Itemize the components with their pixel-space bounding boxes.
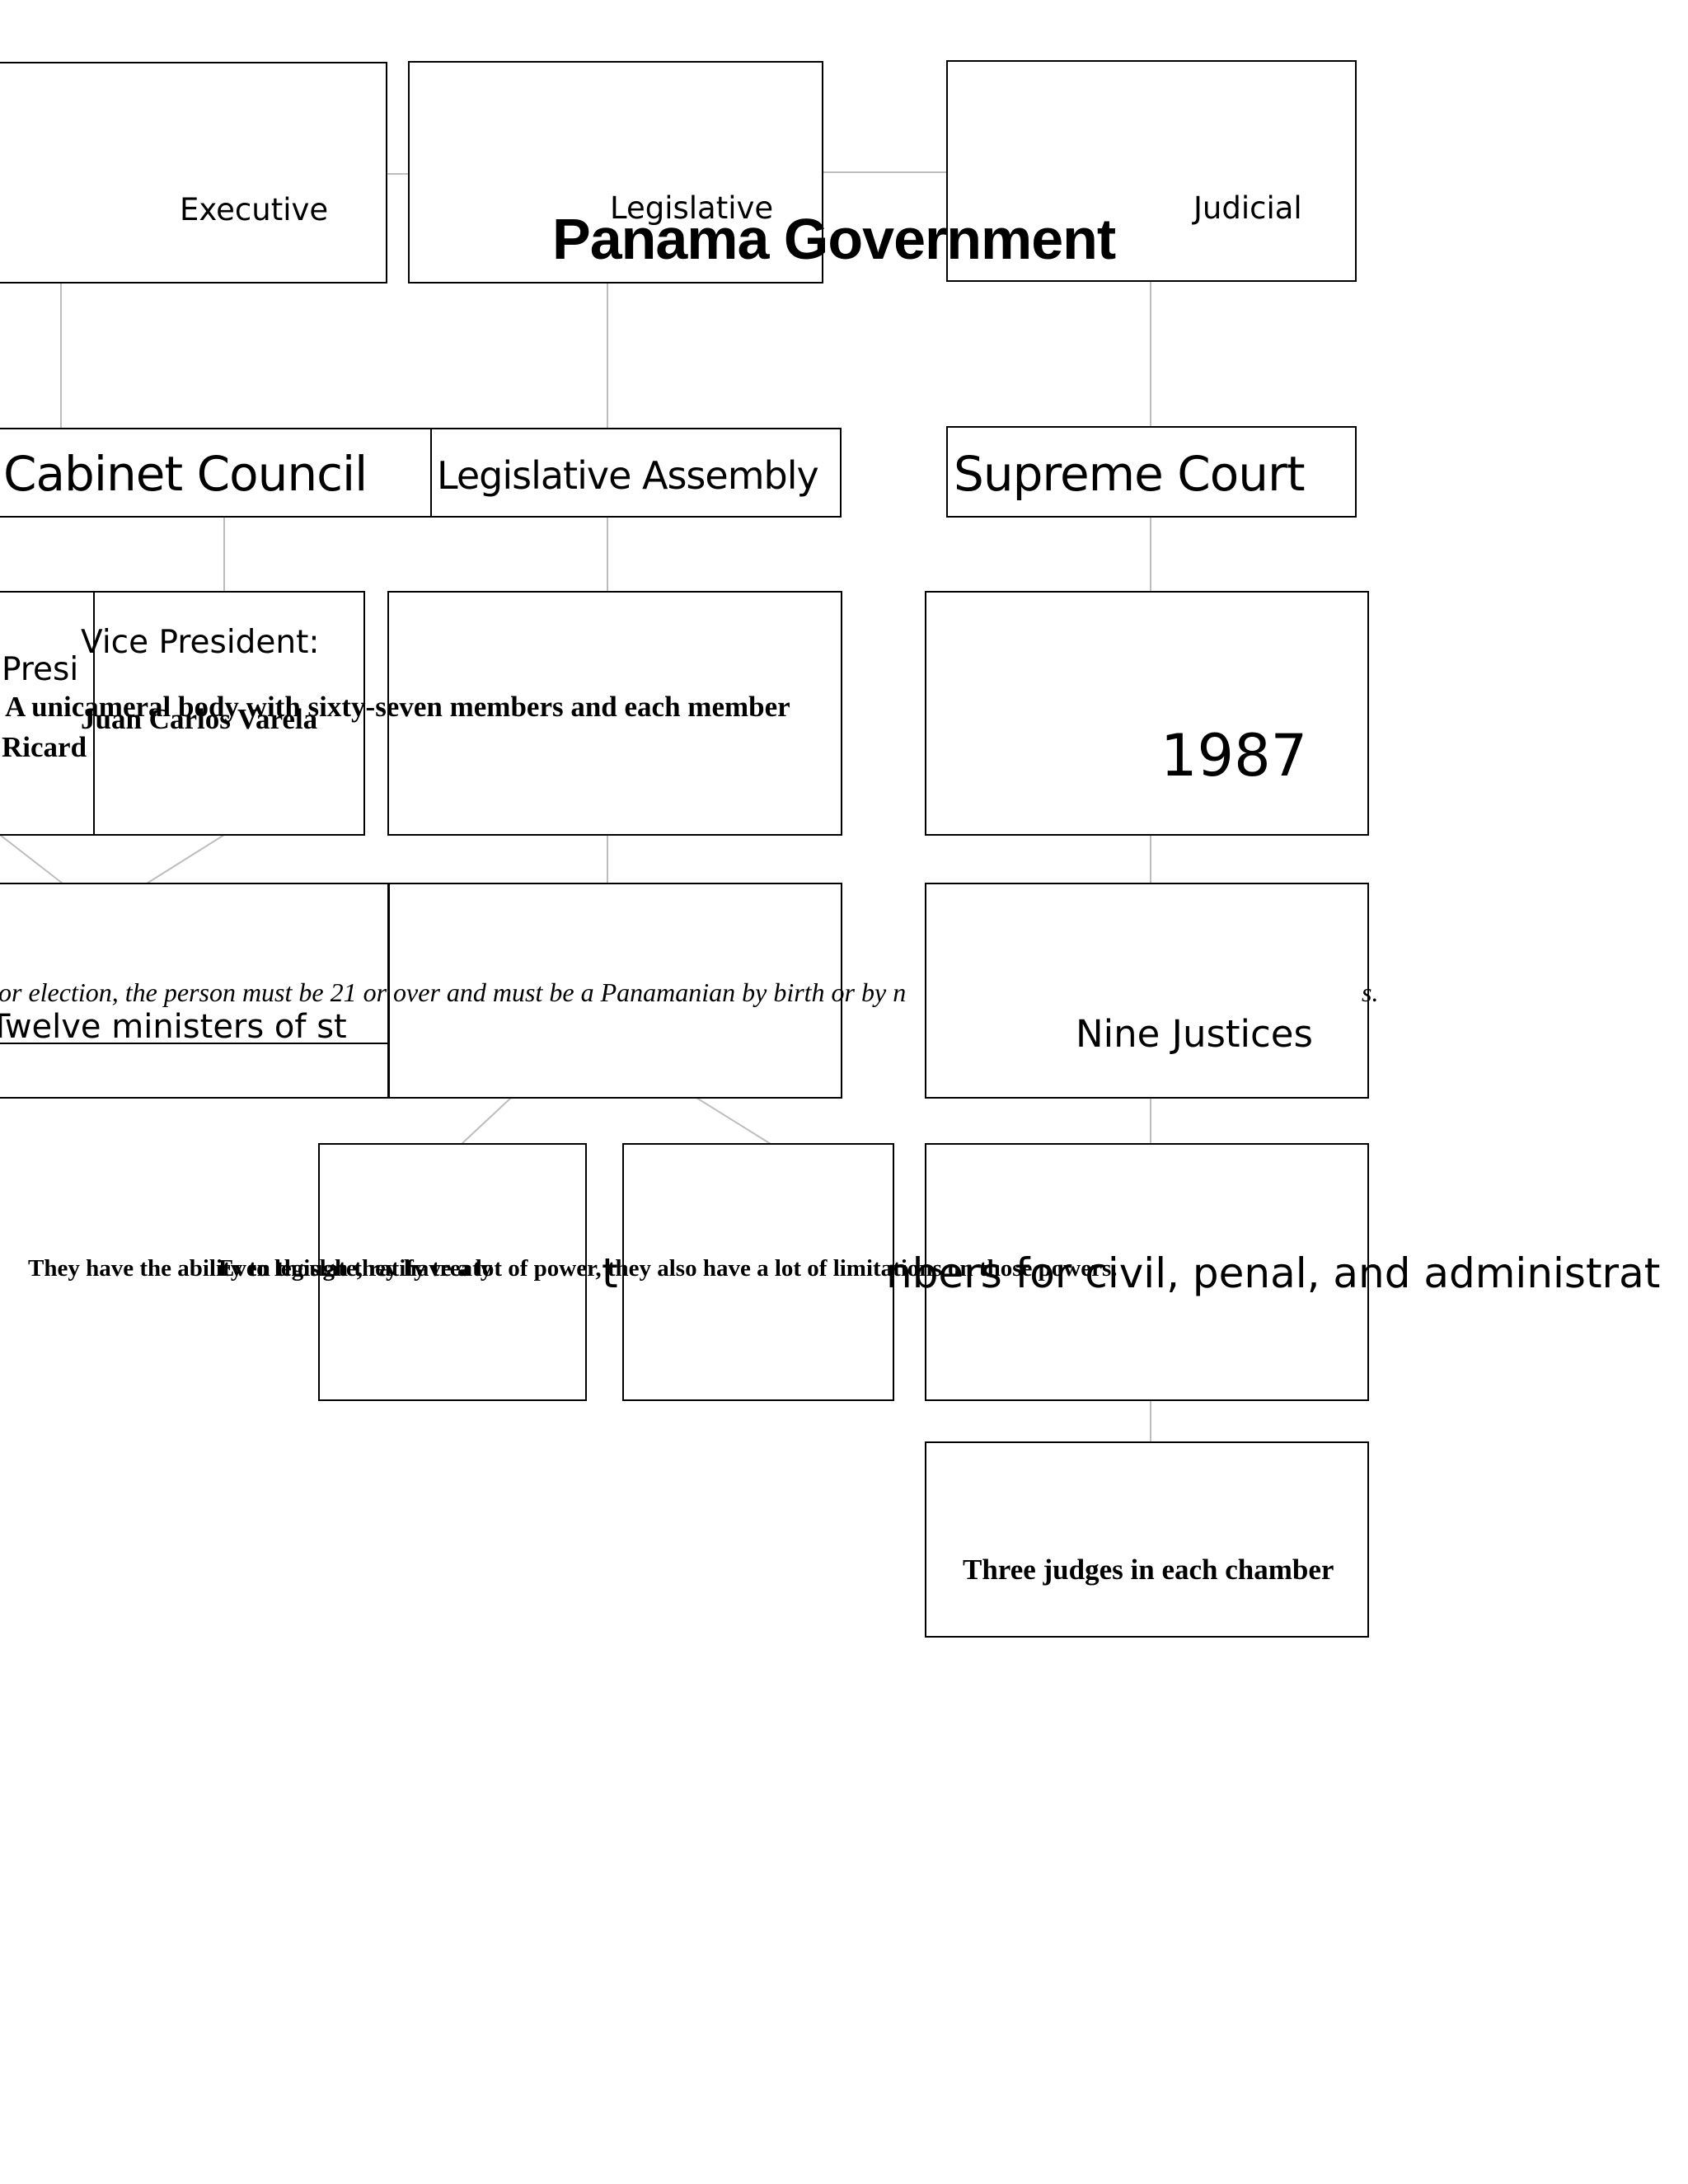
president-name: Ricard	[2, 731, 87, 763]
election-requirements-text: or election, the person must be 21 or ov…	[0, 977, 907, 1007]
court-year-box	[925, 591, 1369, 836]
vice-president-box	[93, 591, 365, 836]
supreme-court-box	[946, 426, 1357, 518]
justices-label: Nine Justices	[1076, 1012, 1313, 1056]
legislative-label: Legislative	[610, 190, 774, 226]
executive-label: Executive	[180, 192, 329, 227]
judicial-label: Judicial	[1193, 190, 1302, 226]
legislative-assembly-label: Legislative Assembly	[437, 453, 819, 498]
limitations-text: Even though they have a lot of power, th…	[218, 1255, 1118, 1282]
connector-election-powers	[461, 1097, 512, 1145]
legislative-assembly-box	[430, 428, 842, 518]
chambers-box	[925, 1143, 1369, 1401]
president-label: Presi	[2, 651, 79, 688]
chambers-fragment: t	[602, 1249, 618, 1297]
powers-box	[318, 1143, 587, 1401]
legislative-branch-box	[408, 61, 823, 284]
judicial-branch-box	[946, 60, 1357, 282]
connector-president-ministers	[0, 834, 63, 884]
vice-president-label: Vice President:	[81, 624, 320, 661]
page-title: Panama Government	[552, 207, 1116, 271]
judges-box	[925, 1441, 1369, 1638]
powers-text: They have the ability to legislate, rati…	[28, 1255, 493, 1282]
cabinet-council-label: Cabinet Council	[3, 446, 368, 502]
assembly-composition-text: A unicameral body with sixty-seven membe…	[5, 691, 790, 723]
ministers-label: Twelve ministers of st	[0, 1008, 347, 1046]
judges-label: Three judges in each chamber	[963, 1554, 1334, 1586]
justices-box	[925, 883, 1369, 1099]
ministers-underline	[0, 1043, 389, 1044]
election-requirements-tail: s.	[1362, 977, 1379, 1007]
limitations-box	[622, 1143, 894, 1401]
vice-president-name: Juan Carlos Varela	[81, 703, 318, 735]
election-requirements-box	[387, 883, 842, 1099]
chambers-label: nbers for civil, penal, and administrat	[886, 1249, 1661, 1297]
connector-vp-ministers	[146, 834, 225, 884]
ministers-box	[0, 883, 390, 1099]
assembly-composition-box	[387, 591, 842, 836]
court-year: 1987	[1160, 722, 1308, 790]
supreme-court-label: Supreme Court	[954, 446, 1306, 502]
executive-branch-box	[0, 62, 387, 284]
connector-election-limits	[696, 1097, 771, 1145]
